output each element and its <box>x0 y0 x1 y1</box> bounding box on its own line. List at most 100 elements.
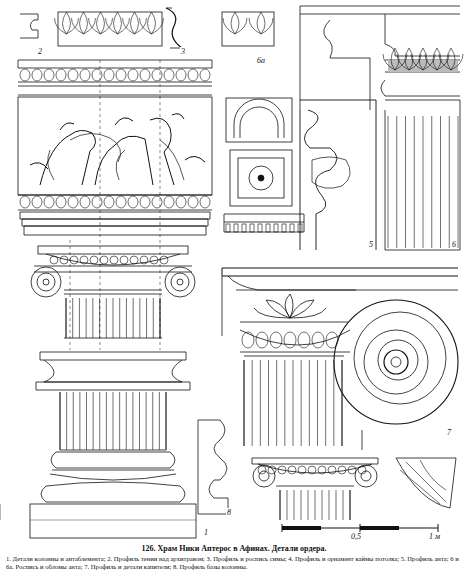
ornament-stroke <box>278 466 286 474</box>
ornament-stroke <box>431 116 432 248</box>
ornament-stroke <box>328 466 336 474</box>
ornament-stroke <box>223 12 247 34</box>
ornament-stroke <box>92 298 93 338</box>
ornament-stroke <box>73 392 74 450</box>
ornament-stroke <box>86 392 87 450</box>
ornament-stroke <box>326 332 338 348</box>
ornament-stroke <box>358 466 366 474</box>
ornament-stroke <box>104 196 114 208</box>
figure-caption: 126. Храм Ники Аптерос в Афинах. Детали … <box>0 544 468 554</box>
ornament-stroke <box>79 298 80 338</box>
ornament-stroke <box>290 224 294 232</box>
ornament-stroke <box>20 196 30 208</box>
ornament-stroke <box>139 298 140 338</box>
ornament-stroke <box>298 466 306 474</box>
ornament-stroke <box>268 466 276 474</box>
ornament-stroke <box>113 298 114 338</box>
ornament-stroke <box>44 69 54 81</box>
ornament-stroke <box>284 332 296 348</box>
ornament-stroke <box>56 196 66 208</box>
ornament-stroke <box>120 256 128 264</box>
ornament-stroke <box>333 360 334 446</box>
ornament-stroke <box>298 332 310 348</box>
ornament-stroke <box>70 256 78 264</box>
ornament-stroke <box>322 490 323 520</box>
ornament-stroke <box>133 298 134 338</box>
callout-number: 3 <box>180 47 186 56</box>
ornament-stroke <box>90 256 98 264</box>
ornament-stroke <box>0 504 1 520</box>
ornament-stroke <box>176 196 186 208</box>
ornament-stroke <box>258 466 266 474</box>
ornament-stroke <box>80 256 88 264</box>
ornament-stroke <box>405 116 406 248</box>
ornament-stroke <box>79 392 80 450</box>
ornament-stroke <box>140 12 164 34</box>
ornament-stroke <box>106 12 130 34</box>
ornament-stroke <box>414 116 415 248</box>
callout-number: 6а <box>256 56 266 65</box>
ornament-stroke <box>159 392 160 450</box>
ornament-stroke <box>66 392 67 450</box>
ornament-stroke <box>123 12 147 34</box>
ornament-stroke <box>93 392 94 450</box>
ornament-stroke <box>132 392 133 450</box>
ornament-stroke <box>164 69 174 81</box>
ornament-stroke <box>343 490 344 520</box>
ornament-stroke <box>140 69 150 81</box>
ornament-stroke <box>130 256 138 264</box>
ornament-stroke <box>242 332 254 348</box>
ornament-stroke <box>68 196 78 208</box>
ornament-stroke <box>256 332 268 348</box>
ornament-stroke <box>126 392 127 450</box>
ornament-stroke <box>266 224 270 232</box>
ornament-stroke <box>32 69 42 81</box>
ornament-stroke <box>317 360 318 446</box>
ornament-stroke <box>252 360 253 446</box>
ornament-stroke <box>110 256 118 264</box>
ornament-stroke <box>106 392 107 450</box>
figure-legend: 1. Детали колонны и антаблемента; 2. Про… <box>6 555 462 571</box>
ornament-stroke <box>32 196 42 208</box>
ornament-stroke <box>80 69 90 81</box>
ornament-stroke <box>56 69 66 81</box>
ornament-stroke <box>242 224 246 232</box>
ornament-stroke <box>44 196 54 208</box>
ornament-stroke <box>128 69 138 81</box>
ornament-stroke <box>294 490 295 520</box>
ornament-stroke <box>160 298 161 338</box>
callout-number: 0,5 <box>350 532 362 541</box>
ornament-stroke <box>20 69 30 81</box>
ornament-stroke <box>250 224 254 232</box>
callout-number: 5 <box>368 240 374 249</box>
ornament-stroke <box>336 490 337 520</box>
ornament-stroke <box>258 224 262 232</box>
ornament-stroke <box>140 196 150 208</box>
ornament-stroke <box>104 69 114 81</box>
ornament-stroke <box>146 298 147 338</box>
ornament-stroke <box>80 196 90 208</box>
ornament-stroke <box>146 392 147 450</box>
callout-number: 1 м <box>428 532 441 541</box>
ornament-stroke <box>50 256 58 264</box>
ornament-stroke <box>55 12 79 34</box>
ornament-stroke <box>338 466 346 474</box>
ornament-stroke <box>166 392 167 450</box>
ornament-stroke <box>325 360 326 446</box>
ornament-stroke <box>200 69 210 81</box>
ornament-stroke <box>86 298 87 338</box>
ornament-stroke <box>60 392 61 450</box>
ornament-stroke <box>276 360 277 446</box>
ornament-stroke <box>318 466 326 474</box>
ornament-stroke <box>153 298 154 338</box>
ornament-stroke <box>128 196 138 208</box>
callout-number: 2 <box>37 47 43 56</box>
ornament-stroke <box>458 116 459 248</box>
ornament-stroke <box>150 256 158 264</box>
callout-number: 1 <box>203 528 209 537</box>
ornament-stroke <box>160 256 168 264</box>
ornament-stroke <box>113 392 114 450</box>
ornament-stroke <box>312 332 324 348</box>
ornament-stroke <box>348 466 356 474</box>
